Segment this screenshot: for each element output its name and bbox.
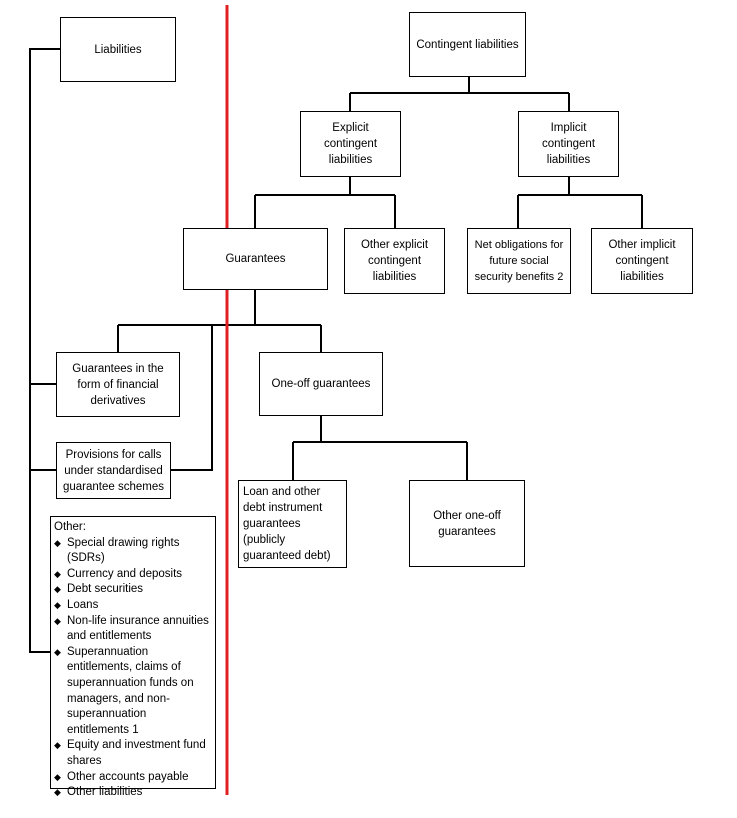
liabilities-bracket-line: [29, 48, 60, 653]
node-one-off-guarantees: One-off guarantees: [259, 352, 383, 416]
node-other-implicit-contingent: Other implicit contingent liabilities: [591, 228, 693, 294]
other-list-item: Currency and deposits: [54, 567, 209, 583]
other-list-item: Special drawing rights (SDRs): [54, 536, 209, 567]
node-implicit-contingent-liabilities: Implicit contingent liabilities: [518, 111, 619, 177]
other-list-heading: Other:: [54, 521, 86, 533]
node-net-obligations: Net obligations for future social securi…: [467, 228, 571, 294]
node-guarantees-financial-derivatives: Guarantees in the form of financial deri…: [56, 352, 180, 417]
other-list-item: Other liabilities: [54, 785, 209, 801]
other-list-item: Superannuation entitlements, claims of s…: [54, 645, 209, 739]
node-liabilities: Liabilities: [60, 17, 176, 82]
node-other-liabilities-list: Other: Special drawing rights (SDRs) Cur…: [50, 516, 216, 800]
node-loan-debt-guarantees: Loan and other debt instrument guarantee…: [238, 480, 347, 568]
node-guarantees: Guarantees: [183, 228, 328, 290]
other-list-item: Other accounts payable: [54, 770, 209, 786]
other-list-item: Loans: [54, 598, 209, 614]
node-other-one-off-guarantees: Other one-off guarantees: [409, 480, 525, 567]
other-list-item: Equity and investment fund shares: [54, 738, 209, 769]
node-explicit-contingent-liabilities: Explicit contingent liabilities: [300, 111, 401, 177]
node-contingent-liabilities: Contingent liabilities: [409, 12, 526, 77]
node-provisions-standardised-guarantees: Provisions for calls under standardised …: [56, 442, 171, 499]
node-other-explicit-contingent: Other explicit contingent liabilities: [344, 228, 445, 294]
other-list-item: Non-life insurance annuities and entitle…: [54, 614, 209, 645]
other-list: Special drawing rights (SDRs) Currency a…: [54, 536, 209, 801]
other-list-item: Debt securities: [54, 582, 209, 598]
